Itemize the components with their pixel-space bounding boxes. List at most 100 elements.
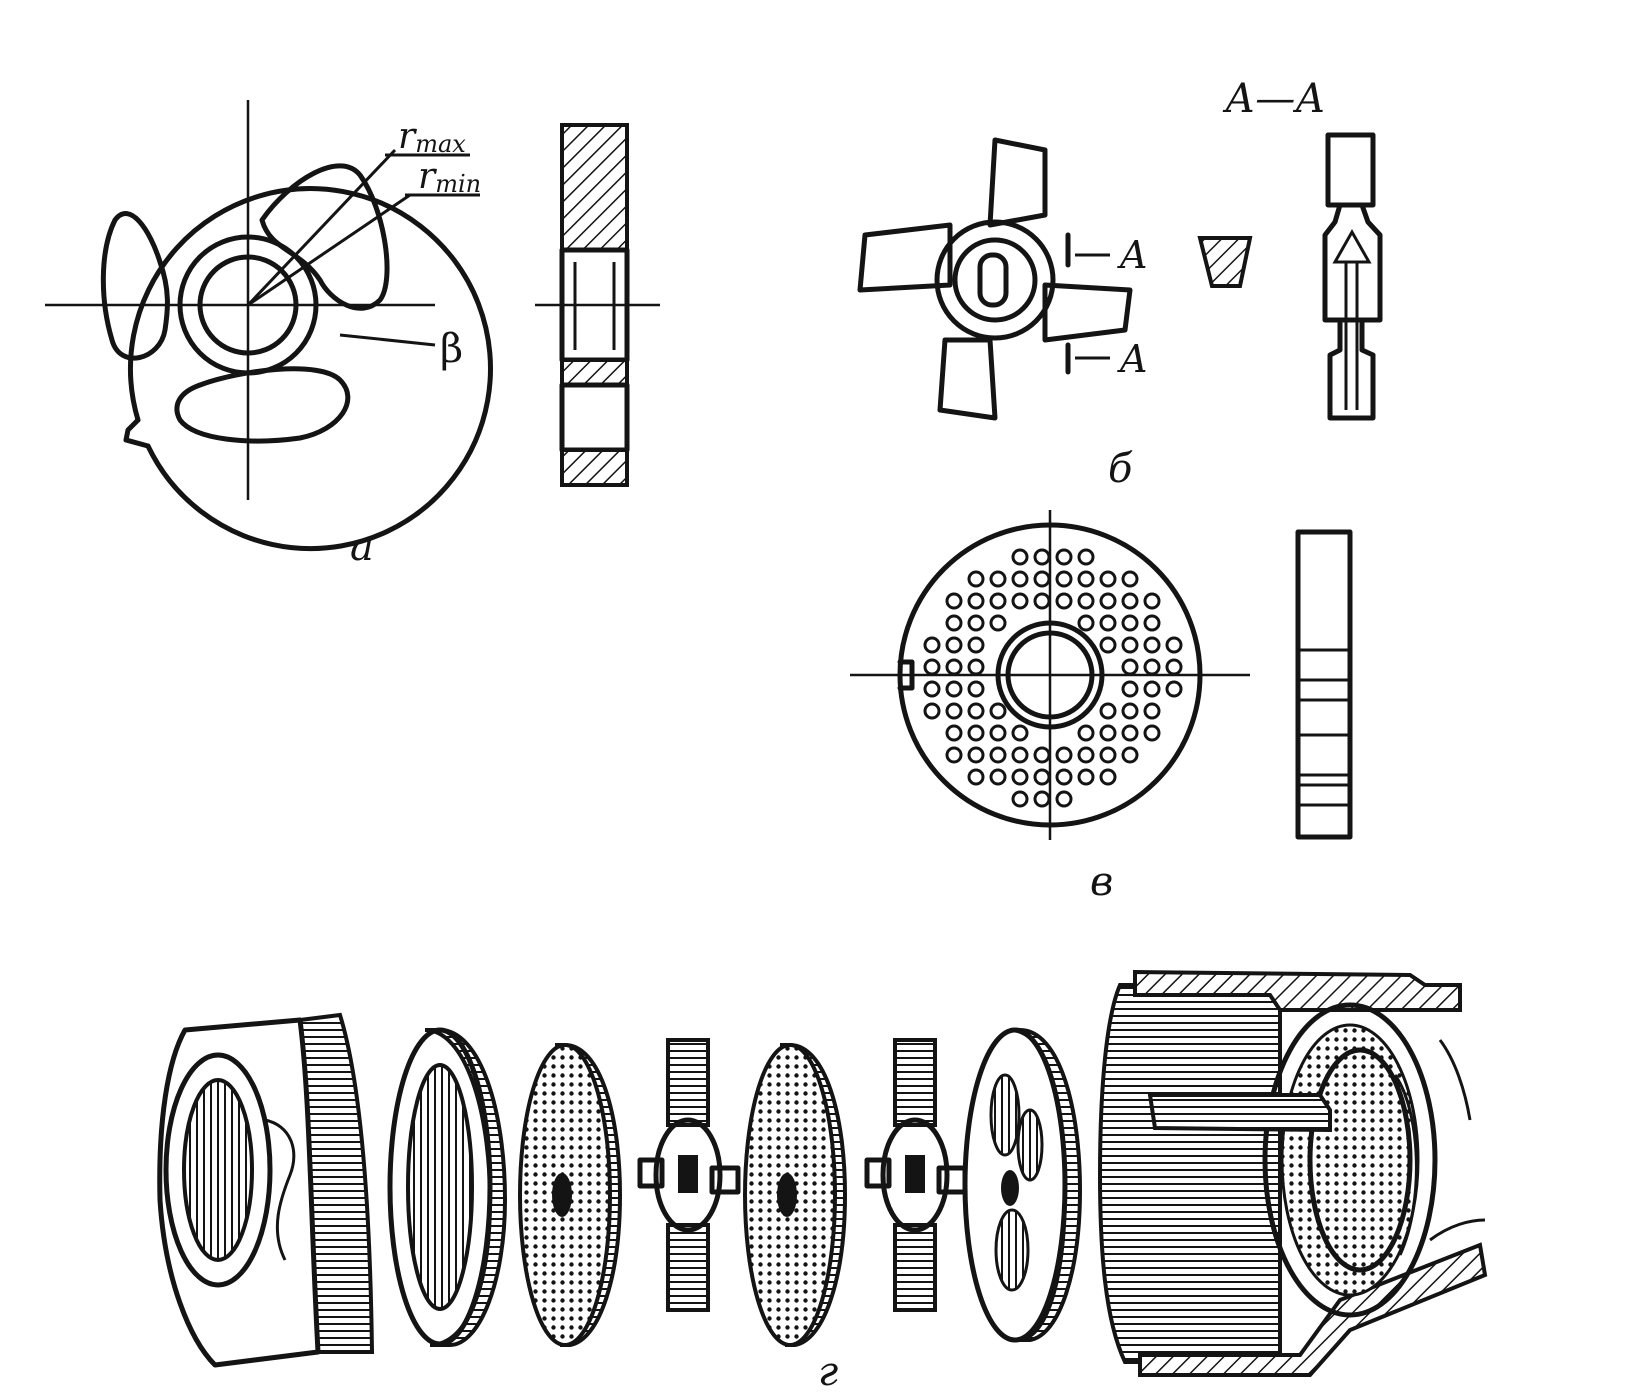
housing-bore [1262, 1002, 1438, 1318]
plate-hole [1033, 548, 1051, 566]
plate-hole [1077, 548, 1095, 566]
plate-hole [1165, 658, 1183, 676]
exploded-assembly [157, 969, 1488, 1377]
caption-b: б [1108, 446, 1133, 492]
knife-2-blade-top [893, 1038, 937, 1127]
beta-leader [339, 333, 436, 347]
section-hatch-middle [560, 358, 629, 387]
plate-hole [1055, 768, 1073, 786]
housing-edge-lower [1429, 1218, 1486, 1242]
plate-hole [923, 702, 941, 720]
cross-knife-1 [637, 1038, 741, 1312]
perforated-plate-front-view [850, 510, 1250, 840]
knife-grid-3d [962, 1027, 1083, 1343]
plate-hole [1033, 592, 1051, 610]
r-min-label: rmin [418, 156, 481, 198]
plate-hole [1033, 746, 1051, 764]
plate-hole [989, 768, 1007, 786]
knife-2-lug-right [936, 1165, 968, 1195]
plate-hole [967, 768, 985, 786]
plate-hole [1121, 570, 1139, 588]
section-hatch-top [560, 123, 629, 252]
caption-a: а [350, 524, 374, 570]
plate-hole [1055, 592, 1073, 610]
plate-hole [1055, 548, 1073, 566]
plate-hole [945, 658, 963, 676]
plate-hole [1033, 768, 1051, 786]
knife-2-lug-left [864, 1157, 892, 1189]
disc-1-bore [552, 1173, 572, 1217]
section-a-lower-shank [1327, 317, 1376, 421]
plate-hole [1143, 680, 1161, 698]
knife-1-lug-left [637, 1157, 665, 1189]
plate-hole [1077, 614, 1095, 632]
plate-hole [1077, 570, 1095, 588]
plate-key-notch [897, 659, 915, 691]
blade-profile-section [1197, 236, 1253, 288]
knife-1-blade-top [666, 1038, 710, 1127]
plate-hole [989, 570, 1007, 588]
plate-hole [923, 680, 941, 698]
plate-hole [1077, 768, 1095, 786]
plate-hole [945, 636, 963, 654]
section-a-upper-shank [1325, 132, 1376, 208]
plate-hole [1121, 702, 1139, 720]
r-max-label: rmax [398, 116, 466, 158]
cut-label-bottom: A [1117, 337, 1147, 381]
knife-2-blade-bottom [893, 1223, 937, 1312]
plate-hole [1099, 570, 1117, 588]
grid-3d-window-1 [989, 1073, 1021, 1157]
plate-hole [967, 702, 985, 720]
perforated-plate-side-view [1295, 529, 1353, 840]
knife-1-hub [653, 1117, 723, 1233]
plate-hole [945, 592, 963, 610]
plate-hole [1011, 724, 1029, 742]
perforated-disc-2 [743, 1043, 848, 1347]
knife-2-bore [905, 1155, 925, 1193]
nut-body [157, 1017, 321, 1368]
plate-hole [1099, 702, 1117, 720]
cross-knife-front-view: A A [857, 137, 1147, 421]
spacer-ring-face [387, 1027, 493, 1347]
section-hatch-bottom [560, 448, 629, 487]
disc-2-bore [777, 1173, 797, 1217]
plate-hole [989, 614, 1007, 632]
plate-hole [1121, 658, 1139, 676]
plate-hole [1077, 592, 1095, 610]
knife-blade-bottom [937, 337, 998, 421]
plate-hole [1011, 790, 1029, 808]
nut-face-ring [163, 1052, 273, 1288]
knife-grid-side-section [535, 123, 660, 487]
plate-hole [1077, 724, 1095, 742]
plate-hole [967, 592, 985, 610]
plate-hole [989, 724, 1007, 742]
screw-face [1307, 1047, 1413, 1273]
knife-2-hub [880, 1117, 950, 1233]
plate-hole [945, 702, 963, 720]
r-max-leader [246, 148, 397, 307]
plate-hole [1121, 746, 1139, 764]
housing-wall-top [1133, 969, 1462, 1012]
plate-hole [945, 614, 963, 632]
knife-1-blade-bottom [666, 1223, 710, 1312]
plate-hole [1099, 768, 1117, 786]
housing-shaft [1147, 1093, 1332, 1133]
grid-3d-window-2 [1016, 1108, 1044, 1182]
plate-hole [1143, 724, 1161, 742]
plate-hole [1143, 636, 1161, 654]
plate-hole [1143, 702, 1161, 720]
beta-label: β [440, 326, 463, 372]
grid-3d-bore [1001, 1170, 1019, 1206]
caption-g: г [818, 1349, 838, 1395]
grid-window-bottom [174, 366, 351, 444]
housing-barrel [1097, 983, 1282, 1364]
knife-hub-inner [952, 237, 1038, 323]
plate-hole [1121, 636, 1139, 654]
nut-opening [182, 1078, 254, 1262]
knife-square-bore [977, 252, 1009, 308]
plate-hole [1033, 790, 1051, 808]
grid-key-notch [123, 417, 151, 449]
plate-hole [1099, 592, 1117, 610]
